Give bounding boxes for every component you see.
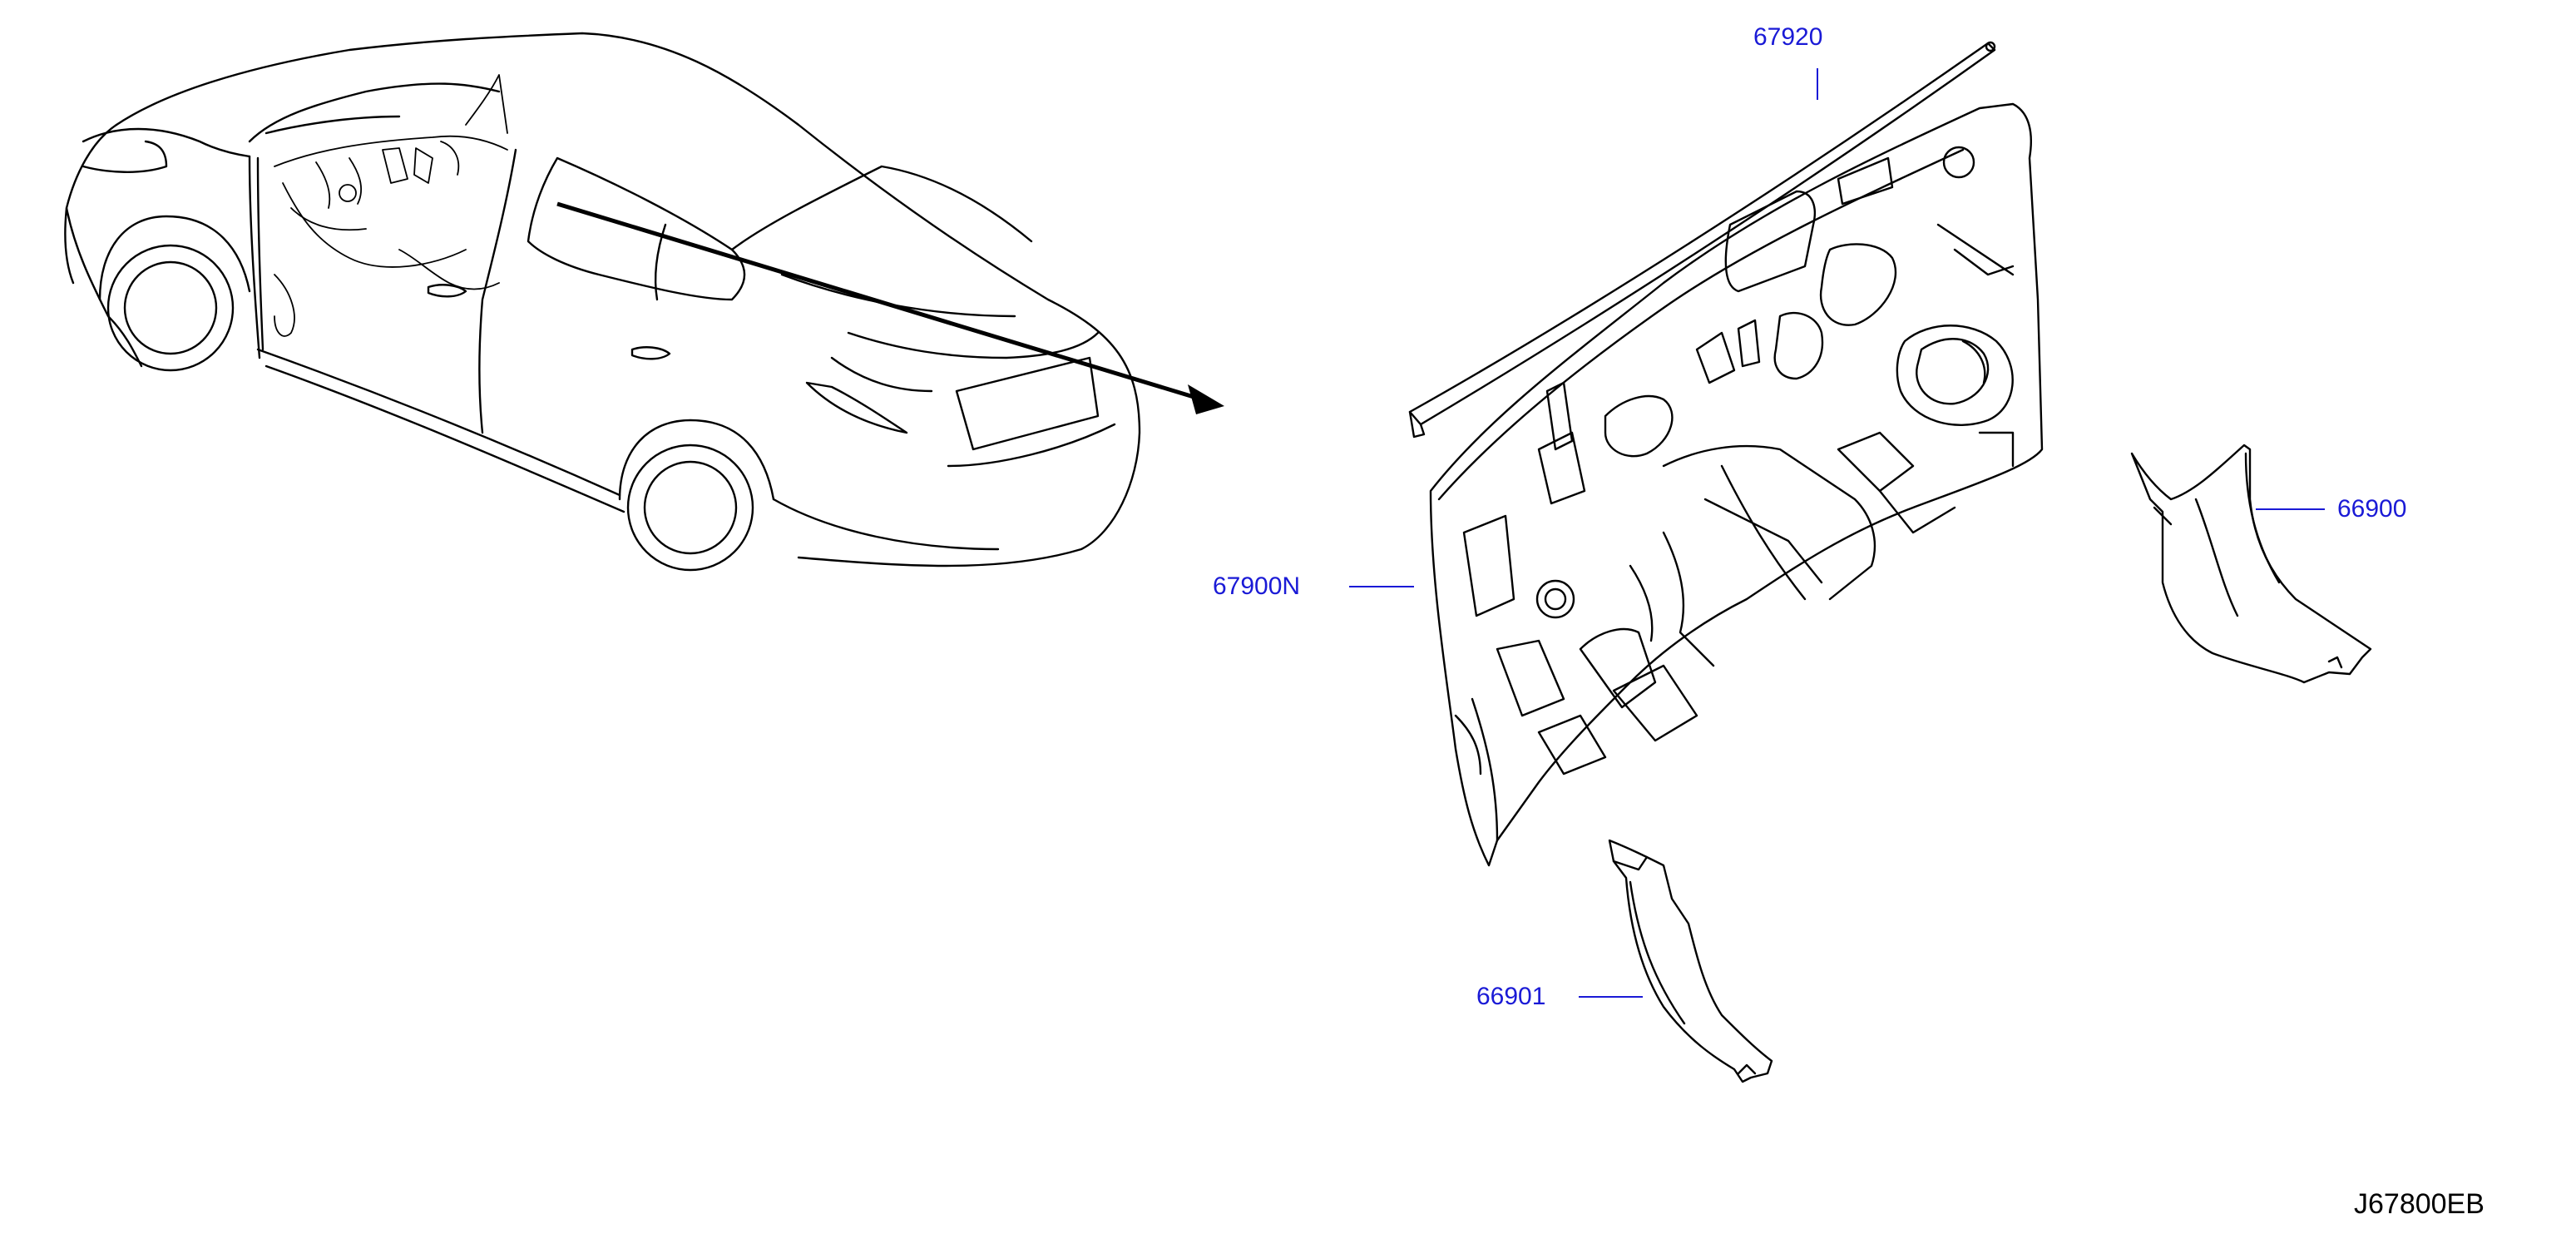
part-66900-side-trim: [2130, 444, 2372, 684]
part-number-67900N[interactable]: 67900N: [1213, 572, 1301, 600]
diagram-code: J67800EB: [2354, 1188, 2485, 1220]
part-66901-pillar-trim: [1608, 839, 1773, 1083]
part-number-66900[interactable]: 66900: [2337, 495, 2407, 523]
car-illustration: [64, 32, 1141, 572]
part-67920-seal-strip: [1408, 41, 1996, 439]
pointer-arrow: [556, 201, 1224, 414]
part-number-67920[interactable]: 67920: [1753, 23, 1823, 51]
part-67900N-dash-insulator: [1429, 102, 2044, 867]
part-number-66901[interactable]: 66901: [1476, 983, 1546, 1010]
